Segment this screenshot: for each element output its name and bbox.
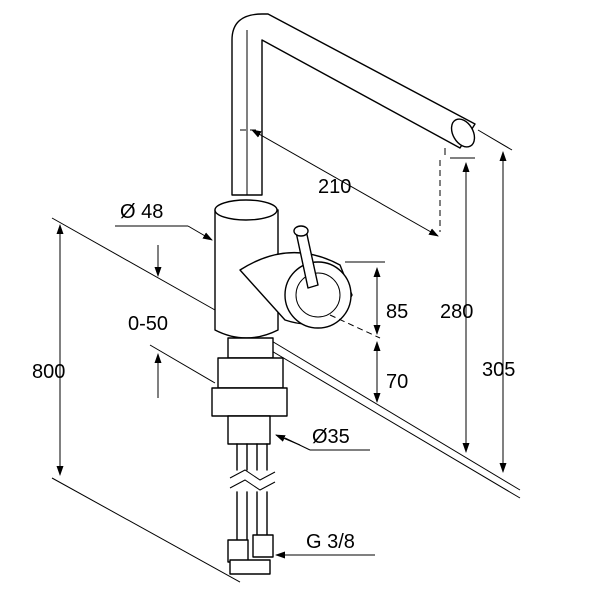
faucet-spout xyxy=(231,13,476,196)
label-counter-thickness: 0-50 xyxy=(128,313,168,335)
label-body-diameter: Ø 48 xyxy=(120,201,163,223)
label-total-height: 305 xyxy=(482,359,515,381)
dimension-hole-diameter xyxy=(275,434,370,451)
label-hole-diameter: Ø35 xyxy=(312,426,350,448)
dimension-counter-thickness xyxy=(149,245,216,398)
countertop-outline xyxy=(51,217,521,583)
dimension-spout-reach xyxy=(240,129,441,237)
dimension-body-diameter xyxy=(115,225,213,241)
dimension-total-height xyxy=(477,129,513,473)
faucet-body xyxy=(214,199,353,339)
label-spout-height: 280 xyxy=(440,301,473,323)
label-connection-thread: G 3/8 xyxy=(306,531,355,553)
label-spout-reach: 210 xyxy=(318,176,351,198)
dimension-handle-height xyxy=(329,261,385,339)
dimension-spout-height xyxy=(450,157,475,453)
mounting-assembly xyxy=(211,337,288,575)
label-handle-height: 85 xyxy=(386,301,408,323)
label-base-height: 70 xyxy=(386,371,408,393)
label-total-length: 800 xyxy=(32,361,65,383)
